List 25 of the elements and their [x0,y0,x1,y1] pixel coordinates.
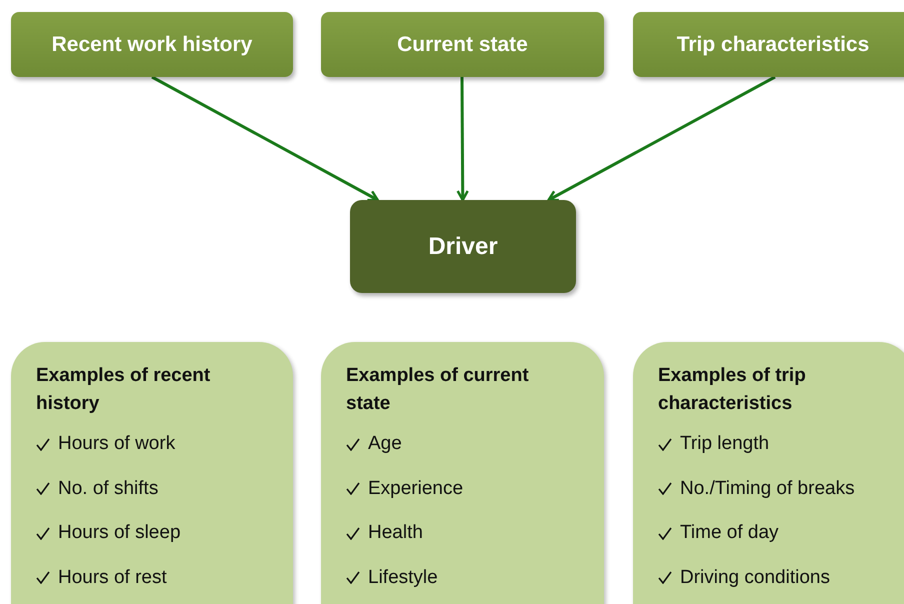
list-item: Experience [368,478,464,500]
list-item: Hours of work [58,433,176,456]
arrow [547,76,776,202]
card-heading: Examples of current state [346,364,530,416]
card-heading: Examples of recent history [36,364,212,416]
card-heading: Examples of trip characteristics [658,364,807,416]
list-item: No. of shifts [58,478,158,500]
list-item: Age [368,433,402,456]
list-item: Time of day [680,522,779,544]
examples-card [321,342,604,604]
list-item: Driving conditions [680,566,830,589]
category-box: Current state [321,12,604,77]
category-box: Recent work history [11,12,293,77]
list-item: Health [368,522,423,544]
list-item: Hours of sleep [58,522,181,544]
list-item: Lifestyle [368,566,438,589]
category-box: Trip characteristics [633,12,904,77]
arrow [456,76,469,202]
list-item: Trip length [680,433,770,456]
central-box: Driver [350,200,576,293]
examples-card [633,342,904,604]
list-item: No./Timing of breaks [680,478,855,500]
arrow [151,76,379,202]
examples-card [11,342,293,604]
list-item: Hours of rest [58,566,167,589]
